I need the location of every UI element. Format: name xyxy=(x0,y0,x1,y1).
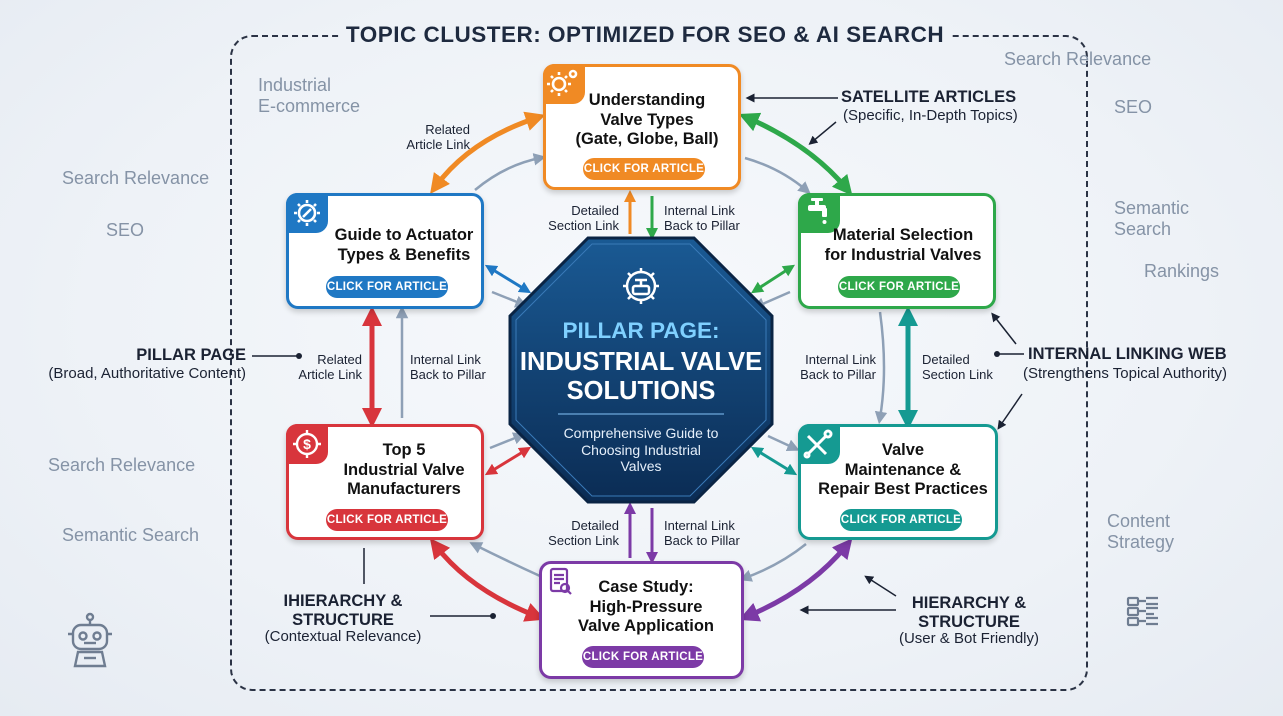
annotation-satellite-title: SATELLITE ARTICLES xyxy=(841,88,1017,106)
pillar-octagon[interactable] xyxy=(508,236,774,504)
card-manufacturers[interactable]: $ Top 5 Industrial Valve Manufacturers C… xyxy=(286,424,484,540)
link-label-internal: Internal Link Back to Pillar xyxy=(664,203,740,233)
link-label-detailed: Detailed Section Link xyxy=(548,518,619,548)
svg-text:$: $ xyxy=(303,436,311,452)
click-for-article-button[interactable]: CLICK FOR ARTICLE xyxy=(582,646,704,668)
robot-icon xyxy=(68,612,112,668)
bg-word-semantic-search: Semantic Search xyxy=(1114,198,1190,239)
annotation-hierarchy-left-title: IHIERARCHY & STRUCTURE xyxy=(283,592,403,629)
annotation-hierarchy-right-sub: (User & Bot Friendly) xyxy=(898,630,1040,647)
click-for-article-button[interactable]: CLICK FOR ARTICLE xyxy=(838,276,960,298)
bg-word-seo: SEO xyxy=(106,220,145,240)
card-title: Valve Maintenance & Repair Best Practice… xyxy=(818,441,988,498)
flowchart-icon xyxy=(1126,596,1158,627)
card-valve-types[interactable]: Understanding Valve Types (Gate, Globe, … xyxy=(543,64,741,190)
link-label-detailed: Detailed Section Link xyxy=(922,352,993,382)
bg-word-content-strategy: Content Strategy xyxy=(1107,511,1175,552)
pillar-title: INDUSTRIAL VALVE SOLUTIONS xyxy=(519,348,763,405)
faucet-icon xyxy=(798,193,840,233)
link-label-internal: Internal Link Back to Pillar xyxy=(664,518,740,548)
annotation-internal-web-sub: (Strengthens Topical Authority) xyxy=(1023,365,1228,382)
dollar-gear-icon: $ xyxy=(286,424,328,464)
annotation-satellite-sub: (Specific, In-Depth Topics) xyxy=(843,107,1018,124)
bg-word-industrial-ecommerce: Industrial E-commerce xyxy=(258,75,361,116)
card-title: Case Study: High-Pressure Valve Applicat… xyxy=(577,578,714,635)
pillar-heading: PILLAR PAGE: xyxy=(562,318,720,343)
card-material[interactable]: Material Selection for Industrial Valves… xyxy=(798,193,996,309)
card-title: Guide to Actuator Types & Benefits xyxy=(334,226,474,264)
pillar-subtitle: Comprehensive Guide to Choosing Industri… xyxy=(563,425,719,474)
document-search-icon xyxy=(539,561,581,601)
annotation-hierarchy-left-sub: (Contextual Relevance) xyxy=(264,628,422,645)
link-label-related: Related Article Link xyxy=(298,352,362,382)
card-title: Material Selection for Industrial Valves xyxy=(824,226,982,264)
page-title: TOPIC CLUSTER: OPTIMIZED FOR SEO & AI SE… xyxy=(340,20,950,50)
bg-word-search-relevance: Search Relevance xyxy=(48,455,196,475)
click-for-article-button[interactable]: CLICK FOR ARTICLE xyxy=(326,509,448,531)
click-for-article-button[interactable]: CLICK FOR ARTICLE xyxy=(326,276,448,298)
card-maintenance[interactable]: Valve Maintenance & Repair Best Practice… xyxy=(798,424,998,540)
bg-word-semantic-search: Semantic Search xyxy=(62,525,200,545)
bg-word-seo: SEO xyxy=(1114,97,1153,117)
annotation-internal-web-title: INTERNAL LINKING WEB xyxy=(1028,345,1227,363)
card-case-study[interactable]: Case Study: High-Pressure Valve Applicat… xyxy=(539,561,744,679)
card-actuator[interactable]: Guide to Actuator Types & Benefits CLICK… xyxy=(286,193,484,309)
gear-icon xyxy=(543,64,585,104)
annotation-pillar-title: PILLAR PAGE xyxy=(136,346,246,364)
link-label-related: Related Article Link xyxy=(406,122,470,152)
card-title: Understanding Valve Types (Gate, Globe, … xyxy=(575,91,719,148)
link-label-detailed: Detailed Section Link xyxy=(548,203,619,233)
annotation-hierarchy-right-title: HIERARCHY & STRUCTURE xyxy=(911,594,1027,631)
tools-icon xyxy=(798,424,840,464)
card-title: Top 5 Industrial Valve Manufacturers xyxy=(343,441,465,498)
bg-word-search-relevance: Search Relevance xyxy=(1004,49,1152,69)
click-for-article-button[interactable]: CLICK FOR ARTICLE xyxy=(840,509,962,531)
bg-word-rankings: Rankings xyxy=(1144,261,1220,281)
wrench-gear-icon xyxy=(286,193,328,233)
click-for-article-button[interactable]: CLICK FOR ARTICLE xyxy=(583,158,705,180)
link-label-internal: Internal Link Back to Pillar xyxy=(410,352,486,382)
bg-word-search-relevance: Search Relevance xyxy=(62,168,210,188)
link-label-internal: Internal Link Back to Pillar xyxy=(800,352,876,382)
annotation-pillar-sub: (Broad, Authoritative Content) xyxy=(48,365,246,382)
valve-gear-icon xyxy=(623,268,659,304)
